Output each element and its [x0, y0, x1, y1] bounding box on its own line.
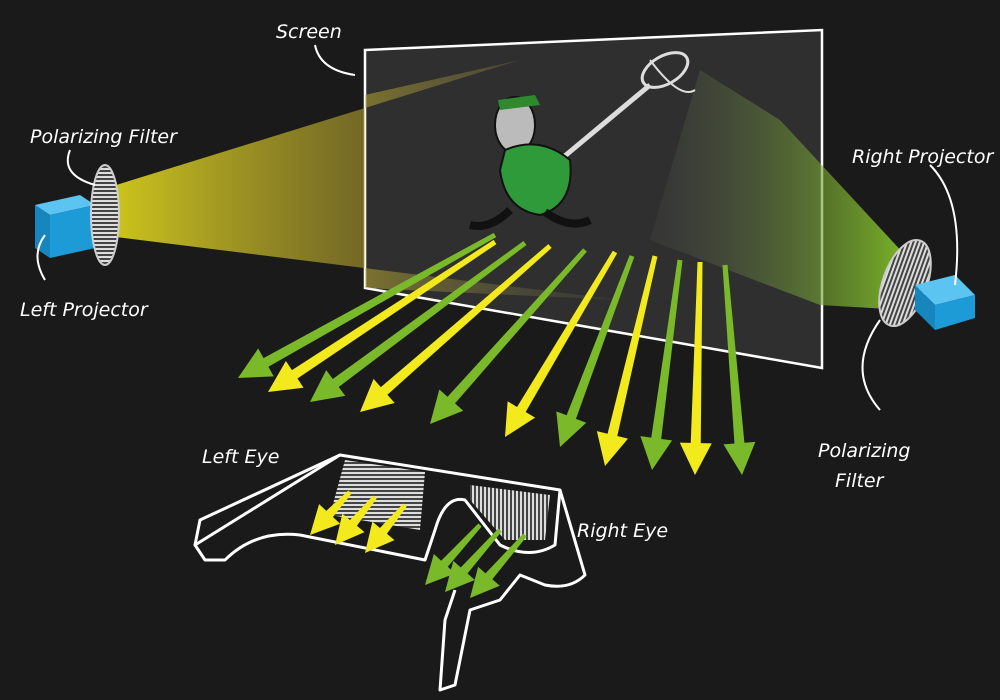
left-projector	[35, 195, 95, 258]
yellow-lens-arrow	[335, 495, 377, 545]
green-arrow	[238, 232, 497, 378]
green-arrow	[722, 264, 756, 475]
green-lens-arrow	[445, 528, 502, 592]
green-arrow	[430, 248, 587, 424]
green-arrow	[556, 255, 635, 447]
label-pointers	[36, 44, 959, 411]
green-lens-arrow	[470, 533, 527, 598]
3d-glasses	[193, 453, 587, 692]
right-projector-beam	[650, 70, 905, 310]
label-right-filter: Filter	[835, 470, 885, 492]
right-projector	[915, 275, 975, 330]
right-lens-filter	[470, 485, 550, 540]
yellow-arrow	[505, 250, 618, 437]
green-lens-arrow	[425, 523, 482, 585]
lens-arrows	[310, 490, 527, 598]
left-projector-beam	[100, 60, 620, 300]
label-left-projector: Left Projector	[20, 299, 149, 321]
yellow-arrow	[596, 255, 658, 466]
label-right-polarizing: Polarizing	[818, 440, 910, 462]
yellow-lens-arrow	[365, 503, 407, 553]
light-arrows	[238, 232, 756, 475]
yellow-arrow	[679, 261, 712, 475]
label-screen: Screen	[276, 21, 342, 43]
yellow-lens-arrow	[310, 490, 352, 535]
yellow-arrow	[360, 244, 552, 412]
label-left-polarizing-filter: Polarizing Filter	[30, 126, 178, 148]
green-arrow	[310, 240, 527, 402]
green-arrow	[640, 259, 683, 470]
yellow-arrow	[268, 239, 497, 392]
left-polarizing-filter	[90, 164, 120, 266]
label-left-eye: Left Eye	[202, 446, 279, 468]
cartoon-character-with-net	[469, 51, 696, 230]
label-right-eye: Right Eye	[577, 520, 668, 542]
label-right-projector: Right Projector	[852, 146, 994, 168]
